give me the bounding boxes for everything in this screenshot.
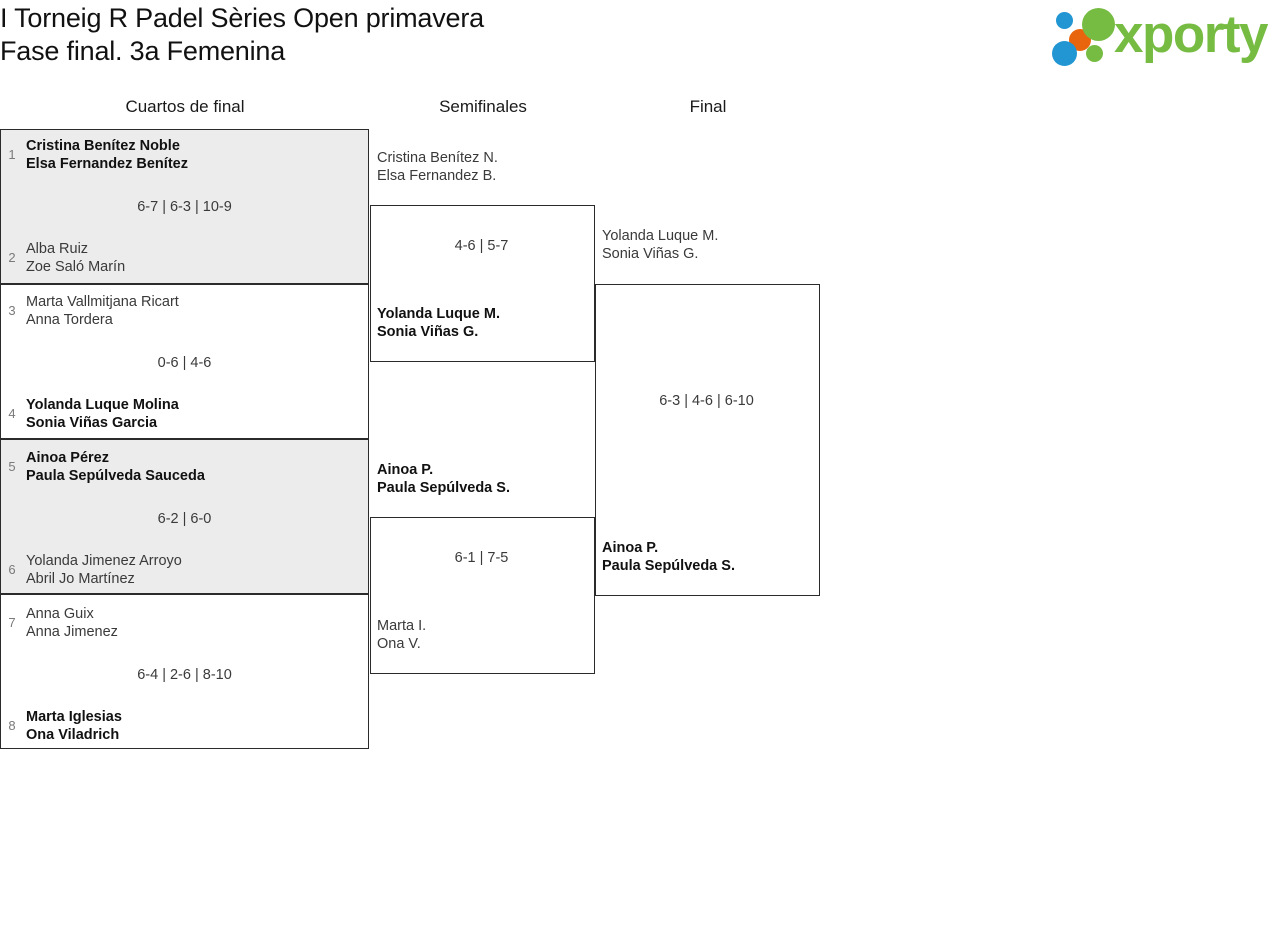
score-semifinal-2: 6-1 | 7-5 [454, 550, 509, 566]
logo-dot-green-large-icon [1082, 8, 1115, 41]
seed-number-1: 1 [8, 147, 16, 162]
match-box-quarterfinal-4[interactable] [0, 594, 369, 749]
logo-dot-blue-top-icon [1056, 12, 1073, 29]
team-final-top: Yolanda Luque M. Sonia Viñas G. [602, 228, 719, 262]
score-final: 6-3 | 4-6 | 6-10 [659, 393, 754, 409]
team-semifinal-2-bottom: Marta I. Ona V. [377, 618, 427, 652]
match-box-quarterfinal-3[interactable] [0, 439, 369, 594]
team-quarterfinal-4-top: Anna Guix Anna Jimenez [26, 606, 118, 640]
team-final-bottom: Ainoa P. Paula Sepúlveda S. [602, 540, 735, 574]
score-quarterfinal-4: 6-4 | 2-6 | 8-10 [137, 667, 232, 683]
seed-number-2: 2 [8, 250, 16, 265]
round-header-semifinals: Semifinales [439, 97, 527, 116]
logo-dots-icon [1052, 8, 1122, 66]
team-quarterfinal-2-bottom: Yolanda Luque Molina Sonia Viñas Garcia [26, 397, 179, 431]
xporty-logo: xporty [1052, 5, 1276, 68]
match-box-final[interactable] [595, 284, 820, 596]
match-box-quarterfinal-2[interactable] [0, 284, 369, 439]
team-quarterfinal-3-top: Ainoa Pérez Paula Sepúlveda Sauceda [26, 450, 205, 484]
seed-number-6: 6 [8, 562, 16, 577]
team-semifinal-1-bottom: Yolanda Luque M. Sonia Viñas G. [377, 306, 500, 340]
seed-number-7: 7 [8, 615, 16, 630]
team-quarterfinal-2-top: Marta Vallmitjana Ricart Anna Tordera [26, 294, 179, 328]
score-quarterfinal-3: 6-2 | 6-0 [157, 511, 212, 527]
team-quarterfinal-1-bottom: Alba Ruiz Zoe Saló Marín [26, 241, 126, 275]
page-title-line-2: Fase final. 3a Femenina [0, 36, 286, 66]
page-title: I Torneig R Padel Sèries Open primavera … [0, 2, 900, 68]
logo-dot-blue-bottom-icon [1052, 41, 1077, 66]
team-quarterfinal-4-bottom: Marta Iglesias Ona Viladrich [26, 709, 122, 743]
team-semifinal-2-top: Ainoa P. Paula Sepúlveda S. [377, 462, 510, 496]
score-quarterfinal-2: 0-6 | 4-6 [157, 355, 212, 371]
logo-wordmark: xporty [1114, 5, 1268, 64]
page-title-line-1: I Torneig R Padel Sèries Open primavera [0, 3, 484, 33]
round-header-quarterfinals: Cuartos de final [125, 97, 245, 116]
match-box-quarterfinal-1[interactable] [0, 129, 369, 284]
seed-number-3: 3 [8, 303, 16, 318]
seed-number-8: 8 [8, 718, 16, 733]
seed-number-5: 5 [8, 459, 16, 474]
score-quarterfinal-1: 6-7 | 6-3 | 10-9 [137, 199, 232, 215]
seed-number-4: 4 [8, 406, 16, 421]
match-box-semifinal-1[interactable] [370, 205, 595, 362]
score-semifinal-1: 4-6 | 5-7 [454, 238, 509, 254]
logo-dot-green-small-icon [1086, 45, 1103, 62]
team-quarterfinal-3-bottom: Yolanda Jimenez Arroyo Abril Jo Martínez [26, 553, 182, 587]
team-quarterfinal-1-top: Cristina Benítez Noble Elsa Fernandez Be… [26, 138, 188, 172]
match-box-semifinal-2[interactable] [370, 517, 595, 674]
team-semifinal-1-top: Cristina Benítez N. Elsa Fernandez B. [377, 150, 498, 184]
round-header-final: Final [689, 97, 727, 116]
